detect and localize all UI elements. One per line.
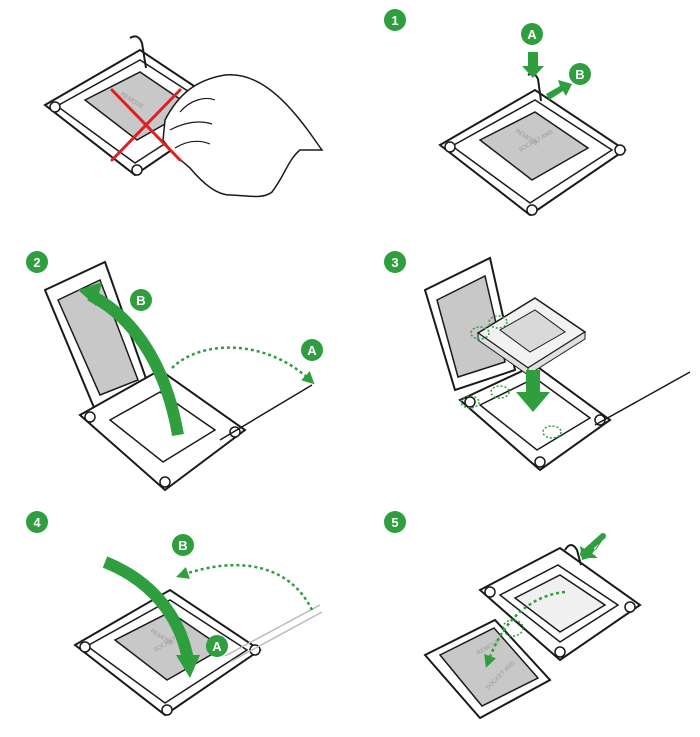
panel-step-4: 4 REMOVE SOCKET AM5 A: [26, 511, 323, 717]
panel-step-2: 2 A B: [26, 251, 323, 492]
step-badge-1: 1: [384, 9, 406, 31]
svg-text:B: B: [575, 67, 584, 82]
socket-illustration: REMOVE SOCKET AM5: [73, 588, 323, 717]
alignment-marker-icon: [502, 619, 524, 637]
cpu-chip-icon: [476, 297, 587, 376]
step-badge-4: 4: [26, 511, 48, 533]
curved-arrow-icon: [102, 556, 200, 678]
callout-a: A: [206, 635, 228, 657]
callout-b: B: [130, 289, 152, 311]
push-arrow-icon: [522, 52, 572, 100]
svg-text:A: A: [212, 639, 222, 654]
callout-a: A: [521, 23, 543, 45]
callout-b: B: [172, 534, 194, 556]
svg-text:A: A: [527, 27, 537, 42]
svg-text:B: B: [136, 293, 145, 308]
svg-text:A: A: [307, 343, 317, 358]
svg-text:B: B: [178, 538, 187, 553]
panel-step-3: 3: [384, 251, 691, 472]
step-badge-5: 5: [384, 511, 406, 533]
svg-text:5: 5: [391, 515, 398, 530]
callout-a: A: [301, 339, 323, 361]
svg-text:1: 1: [391, 13, 398, 28]
panel-step-5: 5 REMOVE SOCKET AM5: [384, 511, 642, 720]
callout-b: B: [569, 63, 591, 85]
curved-arrow-icon: [78, 282, 184, 437]
socket-illustration: [478, 544, 642, 662]
panel-warning: REMOVE: [43, 35, 324, 198]
step-badge-3: 3: [384, 251, 406, 273]
hand-icon: [162, 74, 324, 198]
panel-step-1: 1 REMOVE SOCKET AM5 A B: [384, 9, 627, 217]
alignment-marker-icon: [460, 315, 562, 439]
svg-text:3: 3: [391, 255, 398, 270]
socket-illustration: REMOVE SOCKET AM5: [438, 72, 627, 217]
down-arrow-icon: [516, 370, 550, 412]
socket-illustration: [43, 260, 313, 492]
step-badge-2: 2: [26, 251, 48, 273]
dotted-arc-arrow-icon: [171, 346, 315, 385]
socket-illustration: [423, 256, 691, 472]
dotted-arc-arrow-icon: [176, 563, 314, 611]
svg-text:4: 4: [33, 515, 41, 530]
svg-text:2: 2: [33, 255, 40, 270]
prohibited-cross-icon: [110, 88, 182, 162]
push-arrow-icon: [580, 533, 606, 560]
